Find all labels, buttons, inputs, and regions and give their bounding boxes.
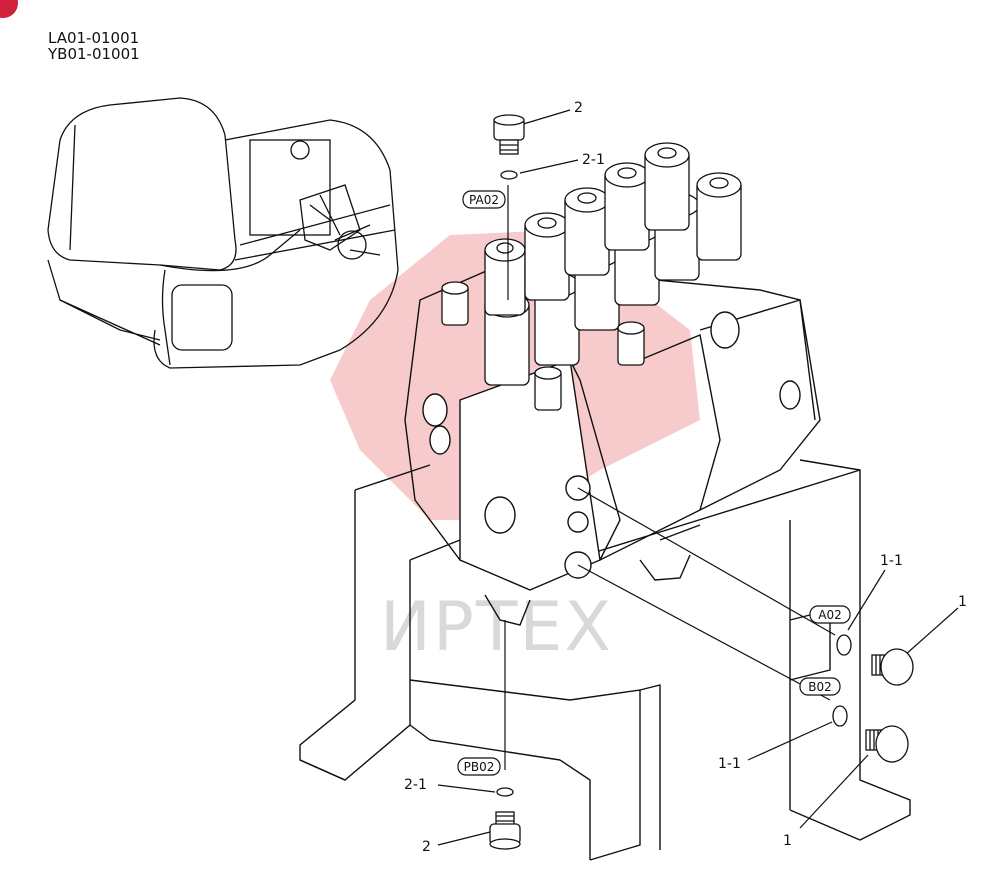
port-label-a02: A02 xyxy=(809,605,851,624)
valve-spools xyxy=(441,142,742,411)
model-code-2: YB01-01001 xyxy=(48,45,140,63)
callout-oring-b02: 1-1 xyxy=(718,756,741,772)
callout-plug-a02: 1 xyxy=(958,594,967,610)
plug-b02 xyxy=(865,725,909,763)
svg-text:A02: A02 xyxy=(818,608,841,622)
callout-plug-top: 2 xyxy=(574,100,583,116)
svg-text:PA02: PA02 xyxy=(469,193,499,207)
oring-top xyxy=(500,170,518,180)
leader-lines xyxy=(437,109,959,846)
excavator-overview xyxy=(47,97,399,369)
port-label-pb02: PB02 xyxy=(457,757,501,776)
watermark-text: ИРТЕХ xyxy=(380,588,613,667)
oring-b02 xyxy=(832,705,848,727)
callout-oring-a02: 1-1 xyxy=(880,553,903,569)
svg-text:PB02: PB02 xyxy=(464,760,495,774)
mounting-frame xyxy=(299,459,911,861)
callout-plug-bottom: 2 xyxy=(422,839,431,855)
callout-oring-top: 2-1 xyxy=(582,152,605,168)
corner-marker xyxy=(0,0,18,18)
plug-a02 xyxy=(871,648,914,686)
model-code-1: LA01-01001 xyxy=(48,29,140,47)
svg-text:B02: B02 xyxy=(808,680,832,694)
control-valve xyxy=(404,264,821,626)
oring-a02 xyxy=(836,634,852,656)
plug-bottom xyxy=(489,811,521,850)
oring-bottom xyxy=(496,787,514,797)
callout-oring-bottom: 2-1 xyxy=(404,777,427,793)
plug-top xyxy=(493,114,525,155)
callout-plug-b02: 1 xyxy=(783,833,792,849)
port-label-pa02: PA02 xyxy=(462,190,506,209)
port-label-b02: B02 xyxy=(799,677,841,696)
